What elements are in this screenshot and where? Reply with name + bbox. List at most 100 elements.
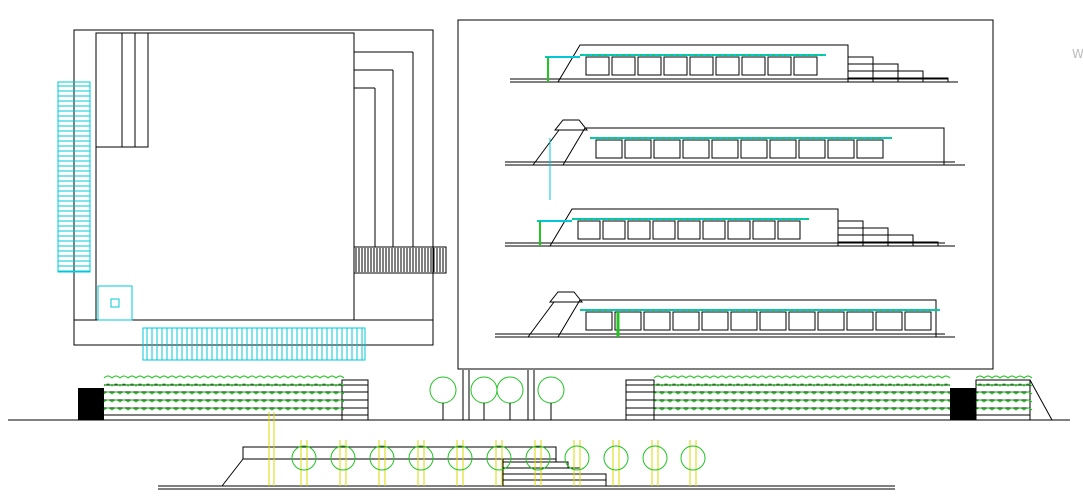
elevation-window <box>777 220 801 240</box>
elevation-window <box>767 56 792 76</box>
plan-south-ramp <box>142 327 366 361</box>
elevation-window <box>689 56 714 76</box>
section-tree <box>330 445 356 471</box>
elevation-window <box>663 56 688 76</box>
elevation-window <box>817 311 845 331</box>
elevation-step <box>838 220 864 246</box>
hedge-row <box>975 399 1033 403</box>
elevation-window <box>602 220 626 240</box>
elevation-window <box>595 139 623 159</box>
elevation-2 <box>505 119 965 200</box>
elevation-window <box>740 139 768 159</box>
tree <box>537 376 565 404</box>
elevation-window <box>643 311 671 331</box>
elevation-window <box>875 311 903 331</box>
plan-outline <box>73 29 434 346</box>
elevation-window <box>798 139 826 159</box>
elevation-window <box>637 56 662 76</box>
section-tree <box>486 445 512 471</box>
watermark: W <box>1072 47 1083 61</box>
elevation-window <box>715 56 740 76</box>
elevation-step <box>863 227 889 246</box>
elevation-window <box>856 139 884 159</box>
hedge-row <box>103 383 345 387</box>
elevation-window <box>793 56 818 76</box>
hedge-row <box>103 375 345 379</box>
elevation-roofline <box>562 127 945 166</box>
elevation-window <box>904 311 932 331</box>
elevation-step <box>888 234 914 246</box>
elevation-window <box>788 311 816 331</box>
hedge-row <box>103 399 345 403</box>
elevation-roofline <box>549 208 839 247</box>
section-tree <box>603 445 629 471</box>
section-tree <box>525 445 551 471</box>
elevation-1 <box>510 44 958 83</box>
hedge-row <box>975 383 1033 387</box>
section-tree <box>369 445 395 471</box>
hedge-row <box>975 407 1033 411</box>
elevation-window <box>759 311 787 331</box>
elevation-window <box>652 220 676 240</box>
tower-cap <box>548 291 584 303</box>
elevation-window <box>577 220 601 240</box>
elevation-window <box>653 139 681 159</box>
elevation-window <box>627 220 651 240</box>
tower-cap <box>553 119 589 131</box>
elevation-window <box>752 220 776 240</box>
elevation-window <box>611 56 636 76</box>
elevation-window <box>727 220 751 240</box>
elevation-window <box>769 139 797 159</box>
hedge-row <box>975 391 1033 395</box>
elevations-frame <box>457 19 994 370</box>
tree <box>470 376 498 404</box>
elevations <box>495 44 965 338</box>
tree <box>429 376 457 404</box>
elevation-window <box>614 311 642 331</box>
plan-stair <box>353 246 447 274</box>
block-right-dark <box>950 388 976 420</box>
hedge-row <box>653 391 951 395</box>
elevation-window <box>702 220 726 240</box>
elevation-window <box>741 56 766 76</box>
building-section <box>158 412 895 490</box>
section-tree <box>564 445 590 471</box>
elevation-window <box>682 139 710 159</box>
elevation-window <box>711 139 739 159</box>
section-tree <box>680 445 706 471</box>
hedge-row <box>975 375 1033 379</box>
elevation-window <box>827 139 855 159</box>
elevation-4 <box>495 291 955 338</box>
elevation-window <box>677 220 701 240</box>
hedge-row <box>653 399 951 403</box>
section-trees <box>291 440 706 486</box>
elevation-window <box>624 139 652 159</box>
elevation-window <box>701 311 729 331</box>
hedge-row <box>103 407 345 411</box>
hedge-row <box>103 391 345 395</box>
plan-west-ramp <box>57 81 91 273</box>
elevation-window <box>672 311 700 331</box>
site-section <box>8 370 1070 421</box>
tree <box>496 376 524 404</box>
floor-plan <box>57 29 447 361</box>
elevation-step <box>923 77 949 82</box>
elevation-step <box>913 241 939 246</box>
elevation-step <box>873 63 899 82</box>
plan-square-feature <box>97 285 133 321</box>
elevation-window <box>585 56 610 76</box>
section-tree <box>642 445 668 471</box>
section-tree <box>447 445 473 471</box>
elevation-roofline <box>557 44 849 83</box>
section-tree <box>408 445 434 471</box>
trees <box>429 376 565 420</box>
block-left-dark <box>78 388 104 420</box>
hedge-row <box>653 383 951 387</box>
hedge-row <box>653 407 951 411</box>
elevation-window <box>585 311 613 331</box>
elevation-window <box>730 311 758 331</box>
section-tree <box>291 445 317 471</box>
elevation-window <box>846 311 874 331</box>
